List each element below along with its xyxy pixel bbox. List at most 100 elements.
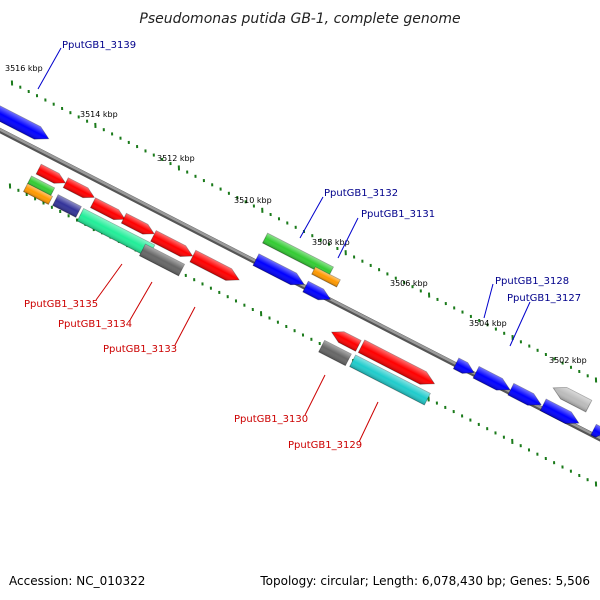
tick-dot <box>527 448 531 452</box>
gene-label-pputgb1-3127: PputGB1_3127 <box>507 293 581 304</box>
tick-dot <box>277 217 281 221</box>
tick-dot <box>19 85 22 89</box>
gene-feature <box>539 398 580 424</box>
tick-dot <box>169 162 172 166</box>
tick-dot <box>469 418 472 422</box>
gene-label-pputgb1-3129: PputGB1_3129 <box>288 440 362 451</box>
tick-dot <box>59 209 62 214</box>
tick-dot <box>586 374 589 378</box>
tick-dot <box>276 320 279 324</box>
tick-dot <box>269 212 272 217</box>
tick-dot <box>444 405 447 409</box>
tick-dot <box>50 205 53 209</box>
tick-dot <box>494 327 497 331</box>
tick-dot <box>435 401 438 405</box>
tick-dot <box>494 431 497 435</box>
tick-dot <box>386 272 389 276</box>
tick-dot <box>301 333 305 337</box>
tick-dot <box>344 250 347 256</box>
tick-dot <box>403 280 406 284</box>
tick-dot <box>444 302 447 306</box>
tick-dot <box>177 165 181 171</box>
tick-label: 3512 kbp <box>157 154 195 163</box>
tick-dot <box>311 234 314 238</box>
gene-label-pputgb1-3130: PputGB1_3130 <box>234 414 308 425</box>
tick-dot <box>209 286 212 290</box>
gene-label-pputgb1-3133: PputGB1_3133 <box>103 344 177 355</box>
gene-label-pputgb1-3132: PputGB1_3132 <box>324 188 398 199</box>
tick-dot <box>427 292 431 298</box>
tick-dot <box>378 268 381 272</box>
map-title: Pseudomonas putida GB-1, complete genome <box>139 11 460 27</box>
tick-dot <box>561 361 564 365</box>
tick-dot <box>469 314 472 318</box>
tick-dot <box>361 259 364 263</box>
tick-dot <box>127 140 130 144</box>
gene-feature <box>62 177 95 199</box>
tick-dot <box>27 89 30 94</box>
gene-features <box>0 104 600 438</box>
tick-dot <box>419 289 422 293</box>
gene-feature <box>120 212 155 235</box>
tick-dot <box>293 329 296 333</box>
gene-feature <box>22 183 54 205</box>
gene-feature <box>138 243 186 277</box>
tick-dot <box>67 214 70 218</box>
gene-feature <box>357 339 436 385</box>
gene-feature <box>89 197 126 220</box>
tick-dot <box>211 183 214 187</box>
tick-dot <box>111 132 114 136</box>
gene-feature <box>472 365 511 391</box>
gene-labels: PputGB1_3139 PputGB1_3132 PputGB1_3131 P… <box>24 40 581 451</box>
tick-dot <box>586 478 589 482</box>
tick-dot <box>194 174 197 178</box>
tick-dot <box>236 196 239 200</box>
tick-dot <box>219 187 222 191</box>
gene-label-pputgb1-3139: PputGB1_3139 <box>62 40 136 51</box>
tick-dot <box>184 273 187 277</box>
tick-dot <box>144 149 147 153</box>
tick-dot <box>218 290 221 294</box>
tick-label: 3516 kbp <box>5 64 43 73</box>
tick-dot <box>594 481 598 487</box>
tick-dot <box>261 207 264 213</box>
tick-dot <box>503 331 506 335</box>
tick-label: 3514 kbp <box>80 110 118 119</box>
tick-dot <box>227 191 230 195</box>
tick-dot <box>486 427 489 431</box>
tick-dot <box>461 414 464 418</box>
tick-dot <box>578 473 581 478</box>
tick-dot <box>536 348 539 352</box>
gene-feature <box>311 266 341 288</box>
gene-label-pputgb1-3128: PputGB1_3128 <box>495 276 569 287</box>
genome-info-text: Topology: circular; Length: 6,078,430 bp… <box>259 574 590 588</box>
accession-text: Accession: NC_010322 <box>9 574 145 588</box>
tick-label: 3506 kbp <box>390 279 428 288</box>
tick-dot <box>69 111 72 115</box>
tick-dot <box>286 221 289 225</box>
gene-feature <box>318 339 352 367</box>
tick-dot <box>77 115 80 119</box>
tick-dot <box>52 102 55 106</box>
tick-dot <box>569 365 573 369</box>
gene-feature <box>330 331 362 352</box>
tick-dot <box>252 204 255 208</box>
gene-feature <box>302 280 332 301</box>
tick-dot <box>369 263 372 267</box>
gene-feature <box>252 253 305 286</box>
gene-feature <box>507 382 542 406</box>
gene-feature <box>52 194 82 218</box>
tick-dot <box>35 94 39 98</box>
tick-dot <box>10 80 14 86</box>
tick-dot <box>477 422 480 426</box>
tick-dot <box>528 344 531 348</box>
tick-dot <box>544 352 547 357</box>
gene-feature <box>35 163 67 184</box>
tick-dot <box>234 299 238 303</box>
tick-label: 3504 kbp <box>469 319 507 328</box>
tick-dot <box>394 276 397 280</box>
tick-dot <box>353 255 356 259</box>
tick-dot <box>201 282 204 286</box>
gene-feature <box>349 354 431 406</box>
